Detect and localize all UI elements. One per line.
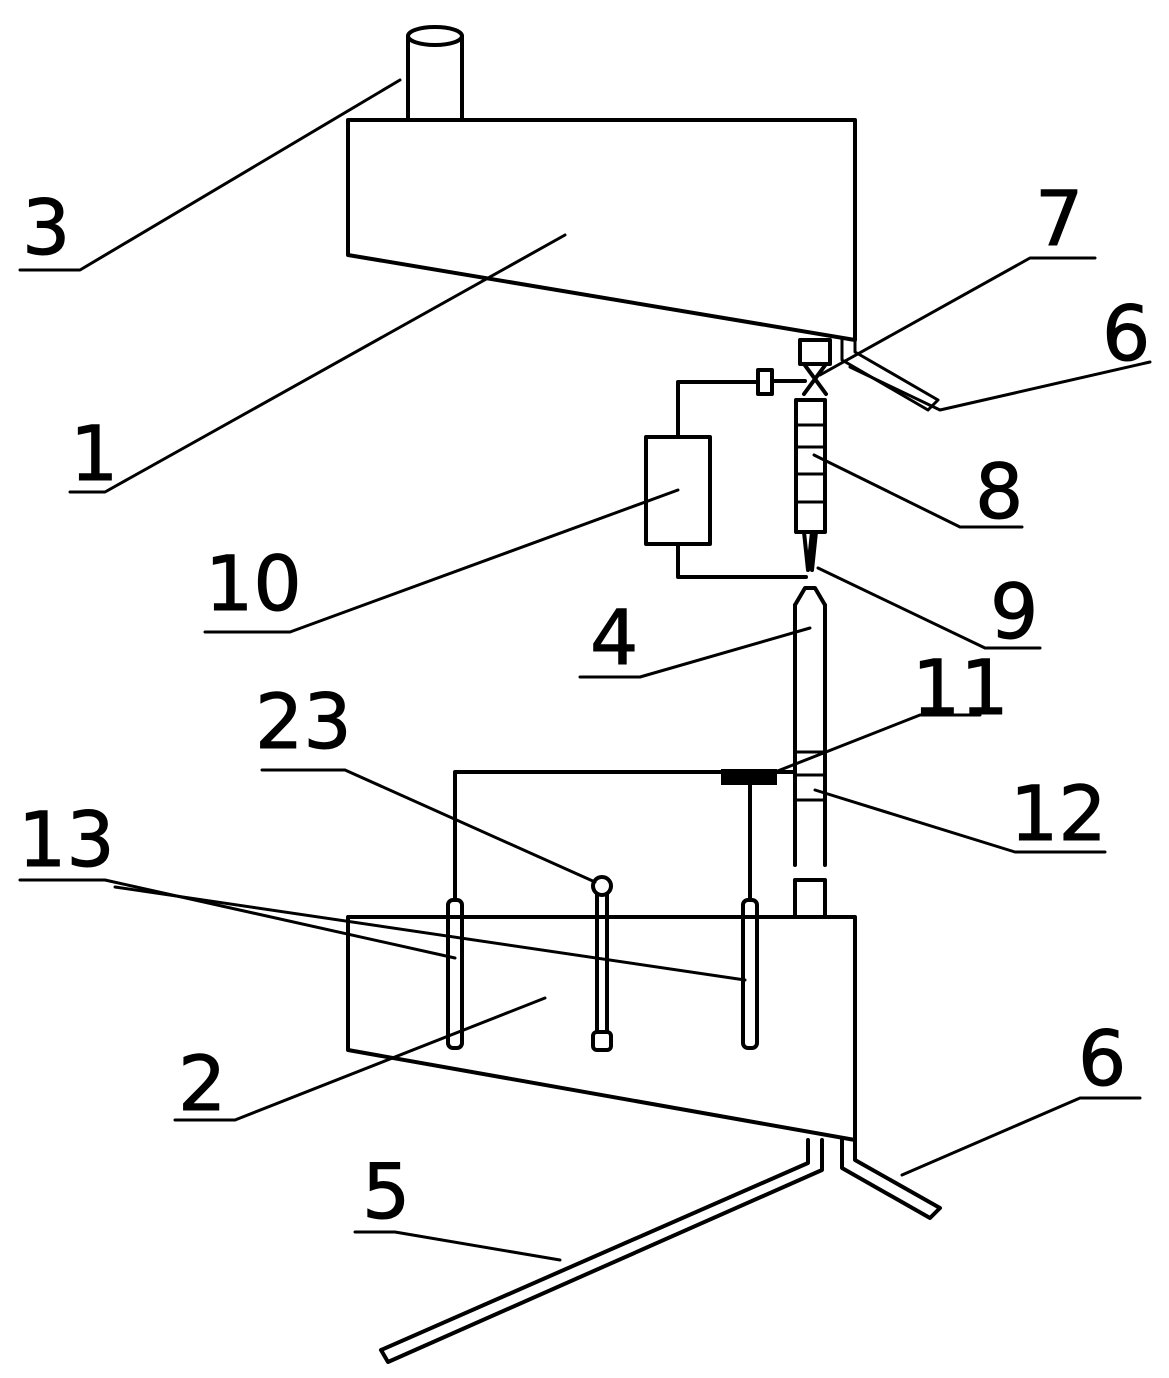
label-12: 12 bbox=[1010, 769, 1107, 858]
label-7: 7 bbox=[1035, 174, 1083, 263]
outlet-pipe bbox=[379, 1138, 824, 1364]
lower-overflow-pipe bbox=[840, 1138, 942, 1220]
label-5: 5 bbox=[362, 1147, 410, 1236]
label-11: 11 bbox=[912, 643, 1009, 732]
upper-overflow-pipe bbox=[840, 338, 940, 412]
label-3: 3 bbox=[22, 183, 70, 272]
float-23 bbox=[591, 875, 613, 1052]
label-13: 13 bbox=[18, 795, 115, 884]
label-10: 10 bbox=[205, 539, 302, 628]
label-9: 9 bbox=[990, 567, 1038, 656]
label-6-upper: 6 bbox=[1102, 289, 1150, 378]
label-2: 2 bbox=[178, 1039, 226, 1128]
label-8: 8 bbox=[975, 447, 1023, 536]
label-4: 4 bbox=[590, 593, 638, 682]
leader-lines bbox=[18, 78, 1152, 1262]
label-1: 1 bbox=[70, 409, 118, 498]
label-6-lower: 6 bbox=[1078, 1014, 1126, 1103]
connecting-pipe bbox=[793, 586, 827, 917]
valve bbox=[756, 338, 832, 396]
pipe-section-8 bbox=[794, 398, 827, 572]
reference-labels: 3 1 7 6 8 10 9 4 11 23 12 13 2 6 5 bbox=[18, 174, 1151, 1237]
upper-tank bbox=[346, 118, 857, 342]
probe-right bbox=[741, 898, 759, 1050]
fitting-11 bbox=[453, 769, 797, 902]
probe-left bbox=[446, 898, 464, 1050]
inlet-pipe bbox=[406, 25, 464, 122]
label-23: 23 bbox=[255, 677, 352, 766]
control-box-10 bbox=[644, 380, 808, 579]
